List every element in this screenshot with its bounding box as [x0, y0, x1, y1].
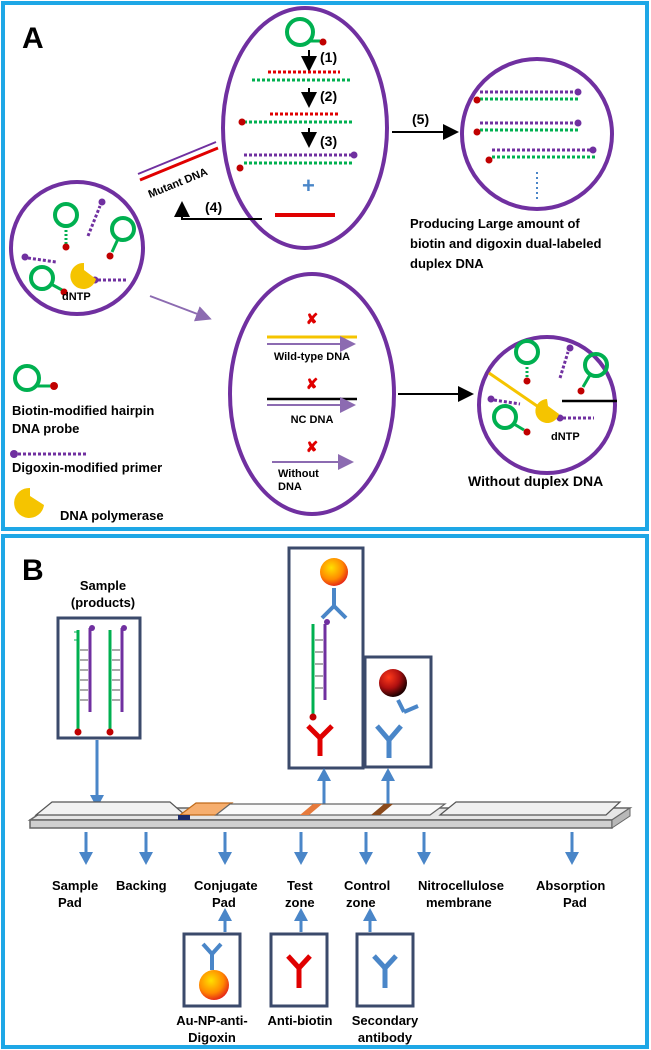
- sample-label-1: Sample: [80, 578, 126, 593]
- label-absorption-pad-1: Absorption: [536, 878, 605, 893]
- anti-biotin-antibody: [286, 954, 312, 988]
- dntp-label-mix: dNTP: [62, 291, 91, 303]
- control-up-arrow-head: [381, 768, 395, 781]
- legend-primer-label: Digoxin-modified primer: [12, 460, 162, 475]
- control-ellipse: [228, 272, 396, 516]
- label-sample-pad-1: Sample: [52, 878, 98, 893]
- test-up-arrow-head: [317, 768, 331, 781]
- producing-line-1: Producing Large amount of: [410, 216, 580, 231]
- anti-biotin-test-red: [306, 724, 334, 756]
- panel-a-frame: [1, 1, 649, 531]
- hairpin-probes-mix: [29, 202, 136, 296]
- legend-polymerase-label: DNA polymerase: [60, 508, 164, 523]
- sample-box: [56, 616, 142, 740]
- cross-nc: ✘: [306, 376, 319, 393]
- primers-no-product: [487, 344, 594, 422]
- no-target-arrow: [149, 295, 212, 322]
- lateral-flow-strip: [27, 801, 633, 829]
- panel-b-letter: B: [22, 554, 44, 587]
- label-conjugate-pad-1: Conjugate: [194, 878, 258, 893]
- no-product-circle: [477, 335, 617, 475]
- biotin-dot-2: [238, 118, 246, 126]
- legend-polymerase-icon: [14, 487, 44, 518]
- reaction-mix-circle: [9, 180, 145, 316]
- sample-duplex-1: [74, 625, 95, 736]
- au-np-sphere: [199, 970, 229, 1000]
- biotin-dot-3: [236, 164, 244, 172]
- legend-hairpin-icon: [13, 364, 58, 392]
- producing-line-2: biotin and digoxin dual-labeled: [410, 236, 601, 251]
- antibody-control-blue: [396, 699, 419, 714]
- secondary-antibody-label-2: antibody: [358, 1030, 413, 1045]
- label-nitrocellulose-2: membrane: [426, 895, 492, 910]
- legend-hairpin-line-1: Biotin-modified hairpin: [12, 403, 154, 418]
- label-control-zone-1: Control: [344, 878, 390, 893]
- au-np-label-2: Digoxin: [188, 1030, 236, 1045]
- hairpin-probe-top: [285, 17, 327, 47]
- mutant-dna-label: Mutant DNA: [147, 166, 210, 201]
- without-dna-line-1: Without: [278, 468, 319, 480]
- wild-type-strand-free: [488, 371, 541, 410]
- au-np-antibody: [201, 942, 223, 970]
- sample-duplex-2: [106, 625, 127, 736]
- step-5-label: (5): [412, 111, 429, 127]
- label-backing: Backing: [116, 878, 167, 893]
- antibody-test-blue: [320, 588, 348, 620]
- cross-wild-type: ✘: [306, 311, 319, 328]
- duplex-products: [473, 88, 597, 200]
- legend-primer-icon: [10, 450, 88, 458]
- digoxin-dot-3: [350, 151, 358, 159]
- polymerase-no-product-icon: [535, 399, 559, 423]
- mutant-dna-strand-purple: [137, 141, 217, 175]
- plus-sign: +: [302, 173, 315, 198]
- secondary-antibody-label-1: Secondary: [352, 1013, 419, 1028]
- wild-type-label: Wild-type DNA: [274, 351, 350, 363]
- label-absorption-pad-2: Pad: [563, 895, 587, 910]
- label-sample-pad-2: Pad: [58, 895, 82, 910]
- hairpin-probes-no-product: [492, 339, 609, 436]
- label-conjugate-pad-2: Pad: [212, 895, 236, 910]
- secondary-antibody-control: [375, 724, 403, 758]
- strip-arrows: [79, 832, 579, 865]
- test-duplex: [309, 619, 330, 721]
- label-nitrocellulose-1: Nitrocellulose: [418, 878, 504, 893]
- step-4-arrow: [174, 201, 262, 220]
- reagent-arrows: [218, 908, 377, 932]
- nc-dna-label: NC DNA: [291, 414, 334, 426]
- step-2-label: (2): [320, 88, 337, 104]
- amplification-ellipse: [221, 6, 389, 250]
- label-test-zone-1: Test: [287, 878, 313, 893]
- au-np-label-1: Au-NP-anti-: [176, 1013, 248, 1028]
- step-4-label: (4): [205, 199, 222, 215]
- secondary-antibody-icon: [372, 954, 398, 988]
- products-circle: [460, 57, 614, 211]
- producing-line-3: duplex DNA: [410, 256, 484, 271]
- without-duplex-label: Without duplex DNA: [468, 473, 603, 489]
- step-3-label: (3): [320, 133, 337, 149]
- label-test-zone-2: zone: [285, 895, 315, 910]
- cross-without: ✘: [306, 439, 319, 456]
- polymerase-mix-icon: [70, 262, 96, 289]
- dntp-label-no-product: dNTP: [551, 431, 580, 443]
- panel-b-frame: [1, 534, 649, 1049]
- mutant-dna-strand-red: [139, 146, 219, 182]
- label-control-zone-2: zone: [346, 895, 376, 910]
- panel-a-letter: A: [22, 22, 44, 55]
- sample-label-2: (products): [71, 595, 135, 610]
- step-1-label: (1): [320, 49, 337, 65]
- legend-hairpin-line-2: DNA probe: [12, 421, 79, 436]
- gold-np-control: [379, 669, 407, 697]
- without-dna-line-2: DNA: [278, 481, 302, 493]
- gold-np-test: [320, 558, 348, 586]
- anti-biotin-label: Anti-biotin: [268, 1013, 333, 1028]
